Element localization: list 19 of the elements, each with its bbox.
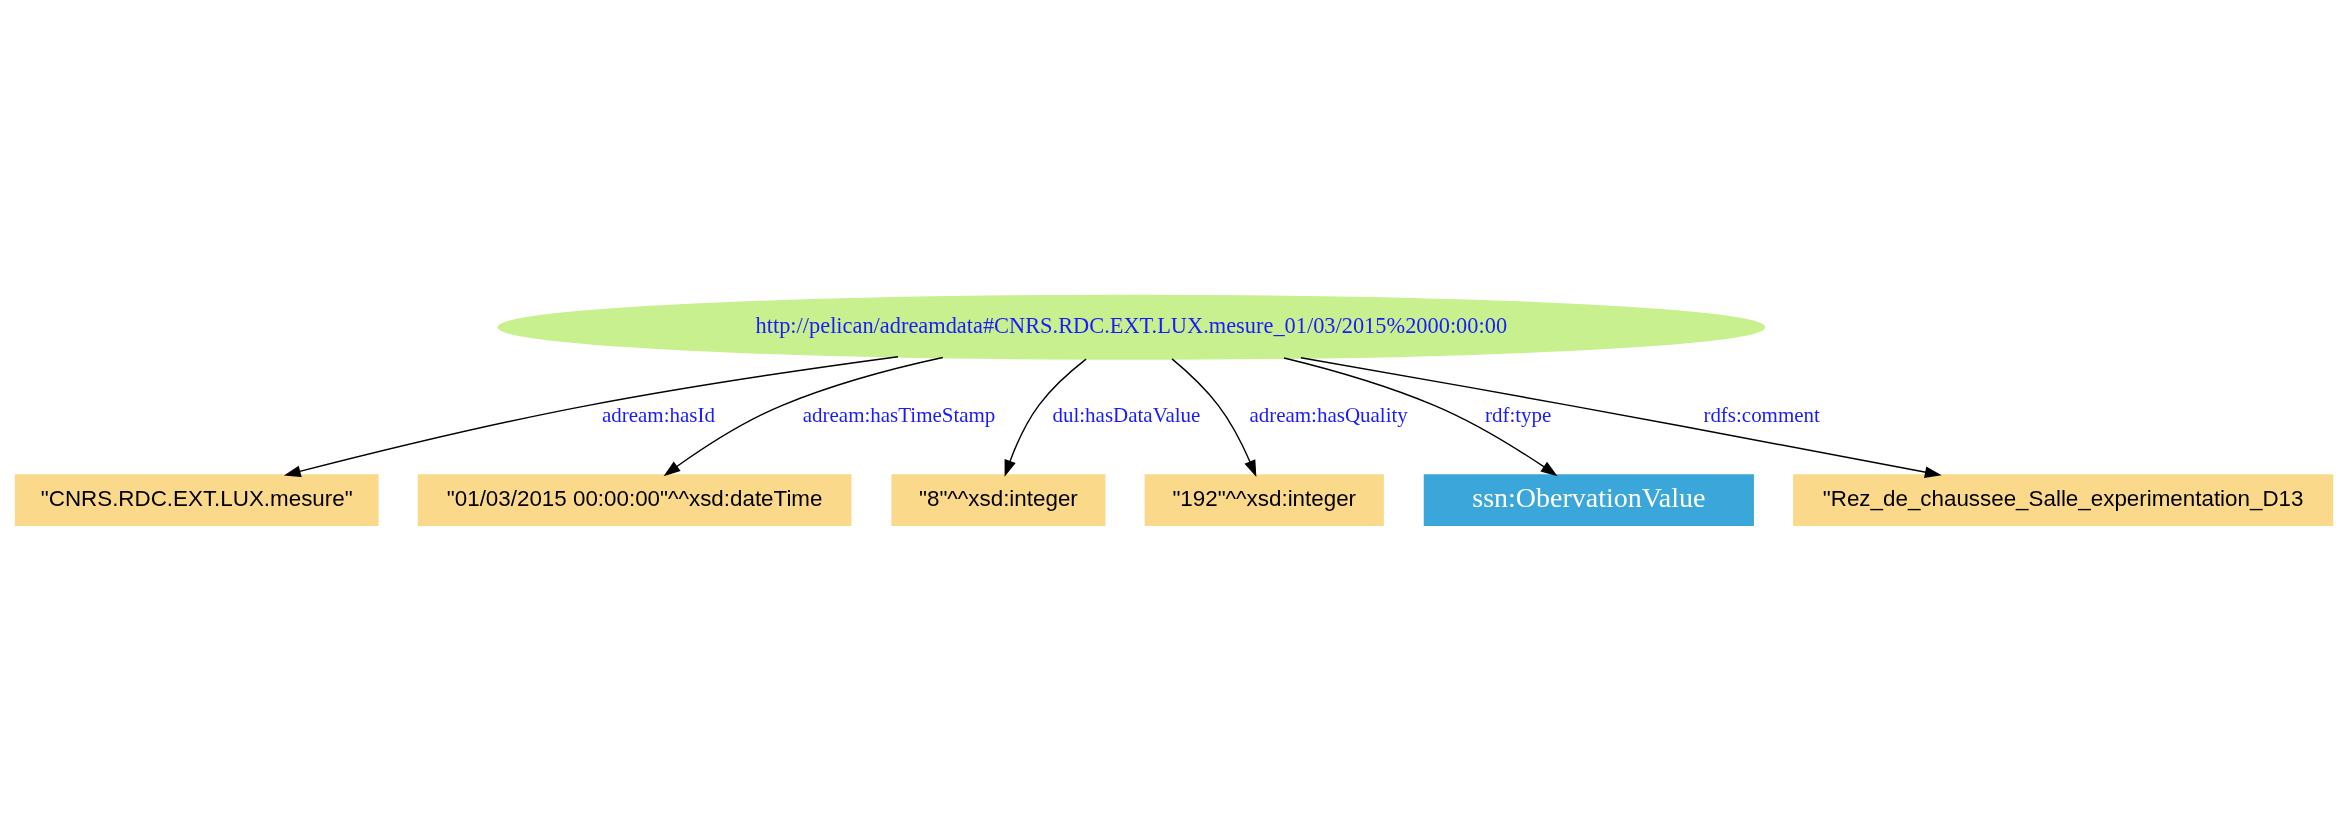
edge-label: rdfs:comment [1703, 402, 1820, 427]
arrow [283, 356, 899, 478]
node-box: "CNRS.RDC.EXT.LUX.mesure" [14, 474, 379, 527]
arrow [1283, 357, 1558, 477]
edge-label: rdf:type [1484, 402, 1552, 427]
node-ellipse: http://pelican/adreamdata#CNRS.RDC.EXT.LUX.mesure_01/03/2015%2000:00:00 [497, 294, 1766, 360]
edge-label: adream:hasQuality [1249, 402, 1408, 427]
node-box: "192"^^xsd:integer [1144, 474, 1384, 527]
arrow [1300, 357, 1942, 478]
node-box: ssn:ObervationValue [1423, 474, 1754, 527]
edge-label: adream:hasTimeStamp [802, 402, 996, 427]
arrow [663, 356, 944, 477]
node-box: "Rez_de_chaussee_Salle_experimentation_D13 [1793, 474, 2334, 527]
arrow [1171, 358, 1257, 477]
node-box: "01/03/2015 00:00:00"^^xsd:dateTime [417, 474, 852, 527]
edge-label: adream:hasId [601, 402, 715, 427]
node-box: "8"^^xsd:integer [891, 474, 1106, 527]
edge-label: dul:hasDataValue [1052, 402, 1201, 427]
arrow [1004, 358, 1087, 477]
